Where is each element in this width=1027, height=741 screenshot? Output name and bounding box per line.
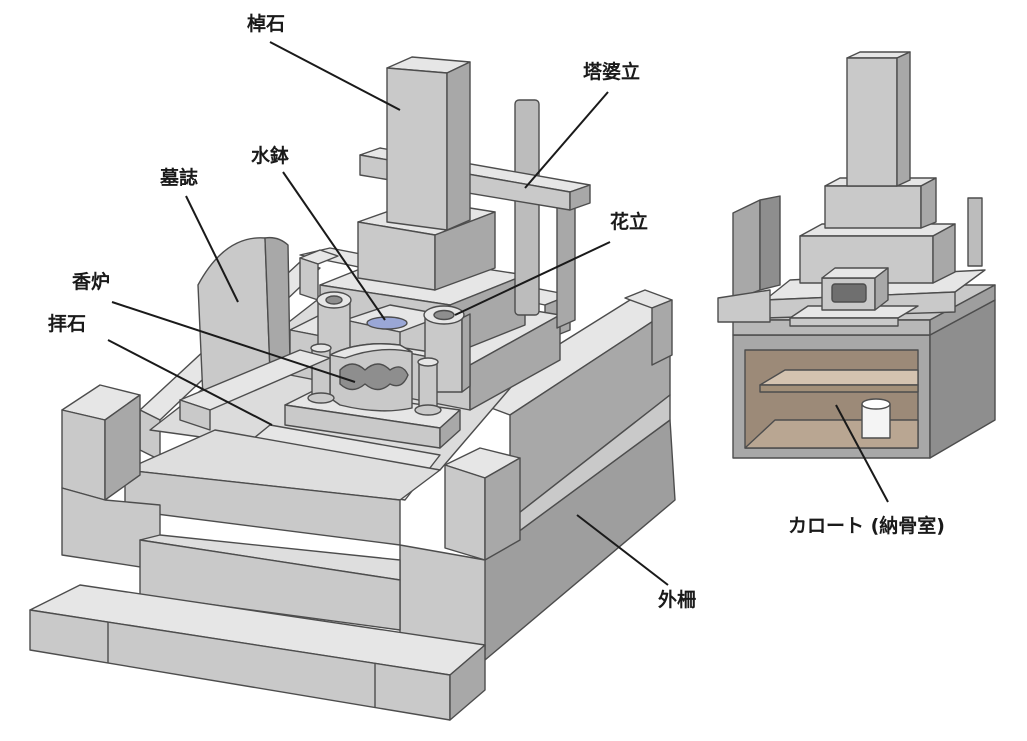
label-saoishi: 棹石 <box>247 12 285 35</box>
left-front-post-face <box>61 409 106 501</box>
saoishi-right <box>446 61 471 231</box>
back-post-side <box>651 299 673 366</box>
back-left-post-side <box>299 257 319 301</box>
candle-left-base <box>307 392 335 404</box>
hanatate-left-hole <box>325 295 343 305</box>
base-slab-side <box>449 644 486 721</box>
boshi-side <box>264 236 291 373</box>
leader-tobatate <box>524 91 609 189</box>
cut-pedestal-up-face <box>824 185 922 229</box>
leader-saoishi <box>269 41 401 111</box>
boshi-base-face <box>179 399 211 431</box>
cut-koro-base-face <box>789 317 899 327</box>
cut-tobatate <box>967 197 983 267</box>
leader-boshi <box>185 195 239 303</box>
cut-koro-opening <box>831 283 867 303</box>
incense-base-side <box>439 409 461 449</box>
candle-right-body <box>418 361 438 409</box>
chamber-floor <box>744 419 919 449</box>
cut-boshi-base <box>717 289 771 323</box>
label-haiseki: 拝石 <box>48 313 86 335</box>
chamber-rim-side <box>929 284 996 336</box>
leader-karoto <box>835 404 889 503</box>
cut-pedestal-lower-side <box>932 223 956 284</box>
koro-top <box>329 343 413 359</box>
urn-lid <box>861 398 891 410</box>
leader-koro <box>111 301 356 383</box>
label-koro: 香炉 <box>71 270 110 293</box>
tobatate-post-front <box>556 194 576 329</box>
right-front-post-side <box>484 457 521 561</box>
leader-sotosaku <box>576 514 669 586</box>
koro-opening <box>339 363 409 391</box>
candle-right-base <box>414 404 442 416</box>
label-hanatate: 花立 <box>610 210 648 233</box>
cut-boshi-face <box>732 199 761 301</box>
chamber-shelf-top <box>759 369 919 386</box>
cut-koro-side <box>874 267 889 311</box>
hanatate-right-hole <box>433 309 455 321</box>
tobatate-post-back <box>514 99 540 316</box>
cutaway-grave <box>717 51 996 459</box>
chamber-shelf-face <box>759 384 919 393</box>
label-karoto: カロート (納骨室) <box>788 514 945 537</box>
cut-boshi-side <box>759 195 781 291</box>
pedestal-lower-right <box>469 314 561 411</box>
leader-hanatate <box>454 241 611 316</box>
hanatate-right-side <box>461 313 471 393</box>
pedestal-up-right <box>434 211 496 291</box>
cut-pedestal-up-side <box>920 177 937 229</box>
label-sotosaku: 外柵 <box>658 588 696 611</box>
label-tobatate: 塔婆立 <box>583 60 640 83</box>
candle-left-top <box>310 343 332 353</box>
label-boshi: 墓誌 <box>159 166 198 189</box>
left-front-post-side <box>104 394 141 501</box>
leader-mizubachi <box>282 171 386 321</box>
saoishi-left <box>386 67 448 231</box>
mizubachi-water <box>366 316 408 330</box>
leader-haiseki <box>107 339 273 426</box>
main-grave <box>29 56 676 721</box>
cut-saoishi-face <box>846 57 898 187</box>
labels: 棹石 塔婆立 水鉢 墓誌 花立 香炉 拝石 外柵 カロート (納骨室) <box>48 12 945 611</box>
right-front-post-face <box>444 464 486 561</box>
candle-right-top <box>417 357 439 367</box>
leader-lines <box>107 41 889 586</box>
tobatate-crossbar-end <box>569 184 591 211</box>
cut-saoishi-side <box>896 51 911 187</box>
front-step-lower-face <box>139 539 401 631</box>
label-mizubachi: 水鉢 <box>251 144 289 167</box>
